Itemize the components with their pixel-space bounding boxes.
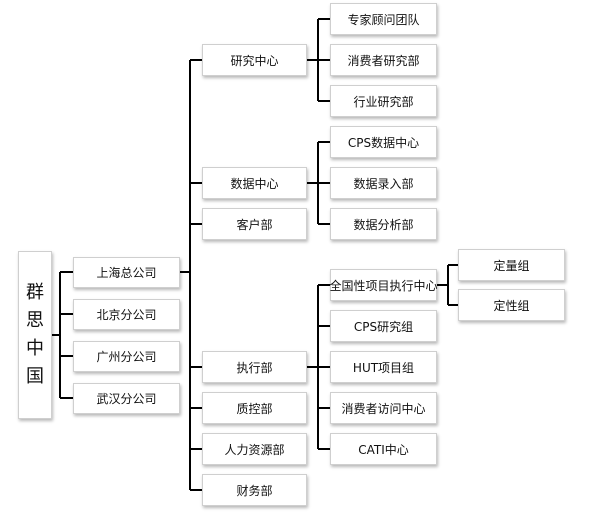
team-industry-research-box: 行业研究部 xyxy=(330,85,437,117)
team-consumer-research-box: 消费者研究部 xyxy=(330,44,437,76)
dept-finance-box: 财务部 xyxy=(202,474,307,506)
team-cps-research-box: CPS研究组 xyxy=(330,310,437,342)
team-national-execution-center-box: 全国性项目执行中心 xyxy=(330,269,438,301)
group-qualitative-box: 定性组 xyxy=(458,289,565,321)
branch-shanghai-box: 上海总公司 xyxy=(73,257,180,288)
root-char: 中 xyxy=(26,338,44,359)
dept-research-center-box: 研究中心 xyxy=(202,44,307,76)
root-char: 群 xyxy=(26,282,44,303)
team-cps-data-center-box: CPS数据中心 xyxy=(330,126,437,158)
team-data-entry-box: 数据录入部 xyxy=(330,167,437,199)
branch-guangzhou-box: 广州分公司 xyxy=(73,341,180,372)
dept-data-center-box: 数据中心 xyxy=(202,167,307,199)
root-char: 国 xyxy=(26,366,44,387)
dept-client-box: 客户部 xyxy=(202,208,307,240)
root-company-box: 群 思 中 国 xyxy=(18,251,52,419)
dept-hr-box: 人力资源部 xyxy=(202,433,307,465)
team-expert-advisors-box: 专家顾问团队 xyxy=(330,3,437,35)
team-cati-center-box: CATI中心 xyxy=(330,433,437,465)
branch-beijing-box: 北京分公司 xyxy=(73,299,180,330)
root-char: 思 xyxy=(26,310,44,331)
team-data-analysis-box: 数据分析部 xyxy=(330,208,437,240)
team-consumer-interview-center-box: 消费者访问中心 xyxy=(330,392,437,424)
team-hut-project-box: HUT项目组 xyxy=(330,351,437,383)
branch-wuhan-box: 武汉分公司 xyxy=(73,383,180,414)
dept-execution-box: 执行部 xyxy=(202,351,307,383)
dept-qc-box: 质控部 xyxy=(202,392,307,424)
group-quantitative-box: 定量组 xyxy=(458,249,565,281)
